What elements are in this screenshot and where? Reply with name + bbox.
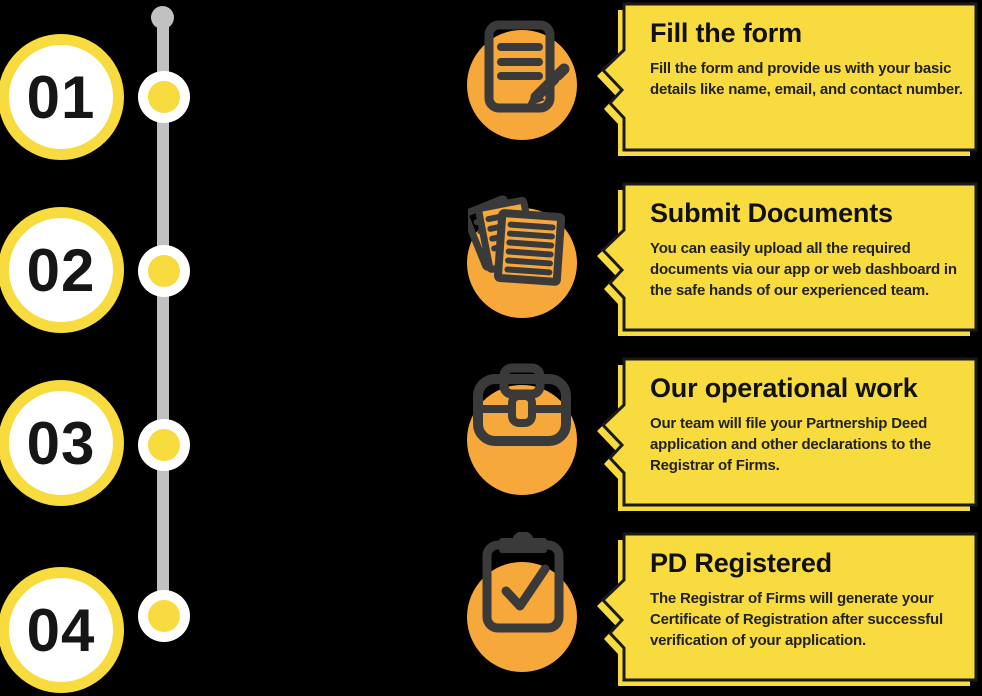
step-description: The Registrar of Firms will generate you… bbox=[650, 590, 943, 649]
briefcase-icon bbox=[473, 363, 571, 446]
step-card-4 bbox=[597, 532, 978, 686]
step-description: Our team will file your Partnership Deed… bbox=[650, 415, 932, 474]
step-title: PD Registered bbox=[650, 548, 832, 578]
step-card-text-3: Our operational work Our team will file … bbox=[650, 373, 976, 476]
timeline-dot-3 bbox=[138, 419, 190, 471]
step-number: 01 bbox=[26, 63, 96, 131]
step-number-circle-1: 01 bbox=[0, 34, 124, 160]
step-card-1 bbox=[597, 2, 978, 156]
step-card-3 bbox=[597, 357, 978, 511]
step-title: Submit Documents bbox=[650, 198, 893, 228]
step-description: You can easily upload all the required d… bbox=[650, 240, 957, 299]
step-number: 02 bbox=[26, 236, 96, 304]
step-card-2 bbox=[597, 182, 978, 336]
step-number-circle-3: 03 bbox=[0, 380, 124, 506]
timeline-dot-2 bbox=[138, 245, 190, 297]
documents-stack-icon bbox=[468, 195, 566, 286]
step-card-text-2: Submit Documents You can easily upload a… bbox=[650, 198, 976, 301]
timeline-dot-inner bbox=[148, 81, 180, 113]
clipboard-check-icon bbox=[482, 532, 564, 633]
step-number-circle-4: 04 bbox=[0, 567, 124, 693]
step-title: Our operational work bbox=[650, 373, 918, 403]
step-number-circle-2: 02 bbox=[0, 207, 124, 333]
timeline-dot-inner bbox=[148, 600, 180, 632]
timeline-dot-1 bbox=[138, 71, 190, 123]
step-title: Fill the form bbox=[650, 18, 802, 48]
form-pencil-icon bbox=[484, 20, 570, 113]
step-card-text-4: PD Registered The Registrar of Firms wil… bbox=[650, 548, 976, 651]
step-description: Fill the form and provide us with your b… bbox=[650, 60, 963, 98]
timeline-dot-inner bbox=[148, 255, 180, 287]
timeline-dot-inner bbox=[148, 429, 180, 461]
step-number: 03 bbox=[26, 409, 96, 477]
step-number: 04 bbox=[26, 596, 96, 664]
step-card-text-1: Fill the form Fill the form and provide … bbox=[650, 18, 976, 100]
timeline-dot-4 bbox=[138, 590, 190, 642]
